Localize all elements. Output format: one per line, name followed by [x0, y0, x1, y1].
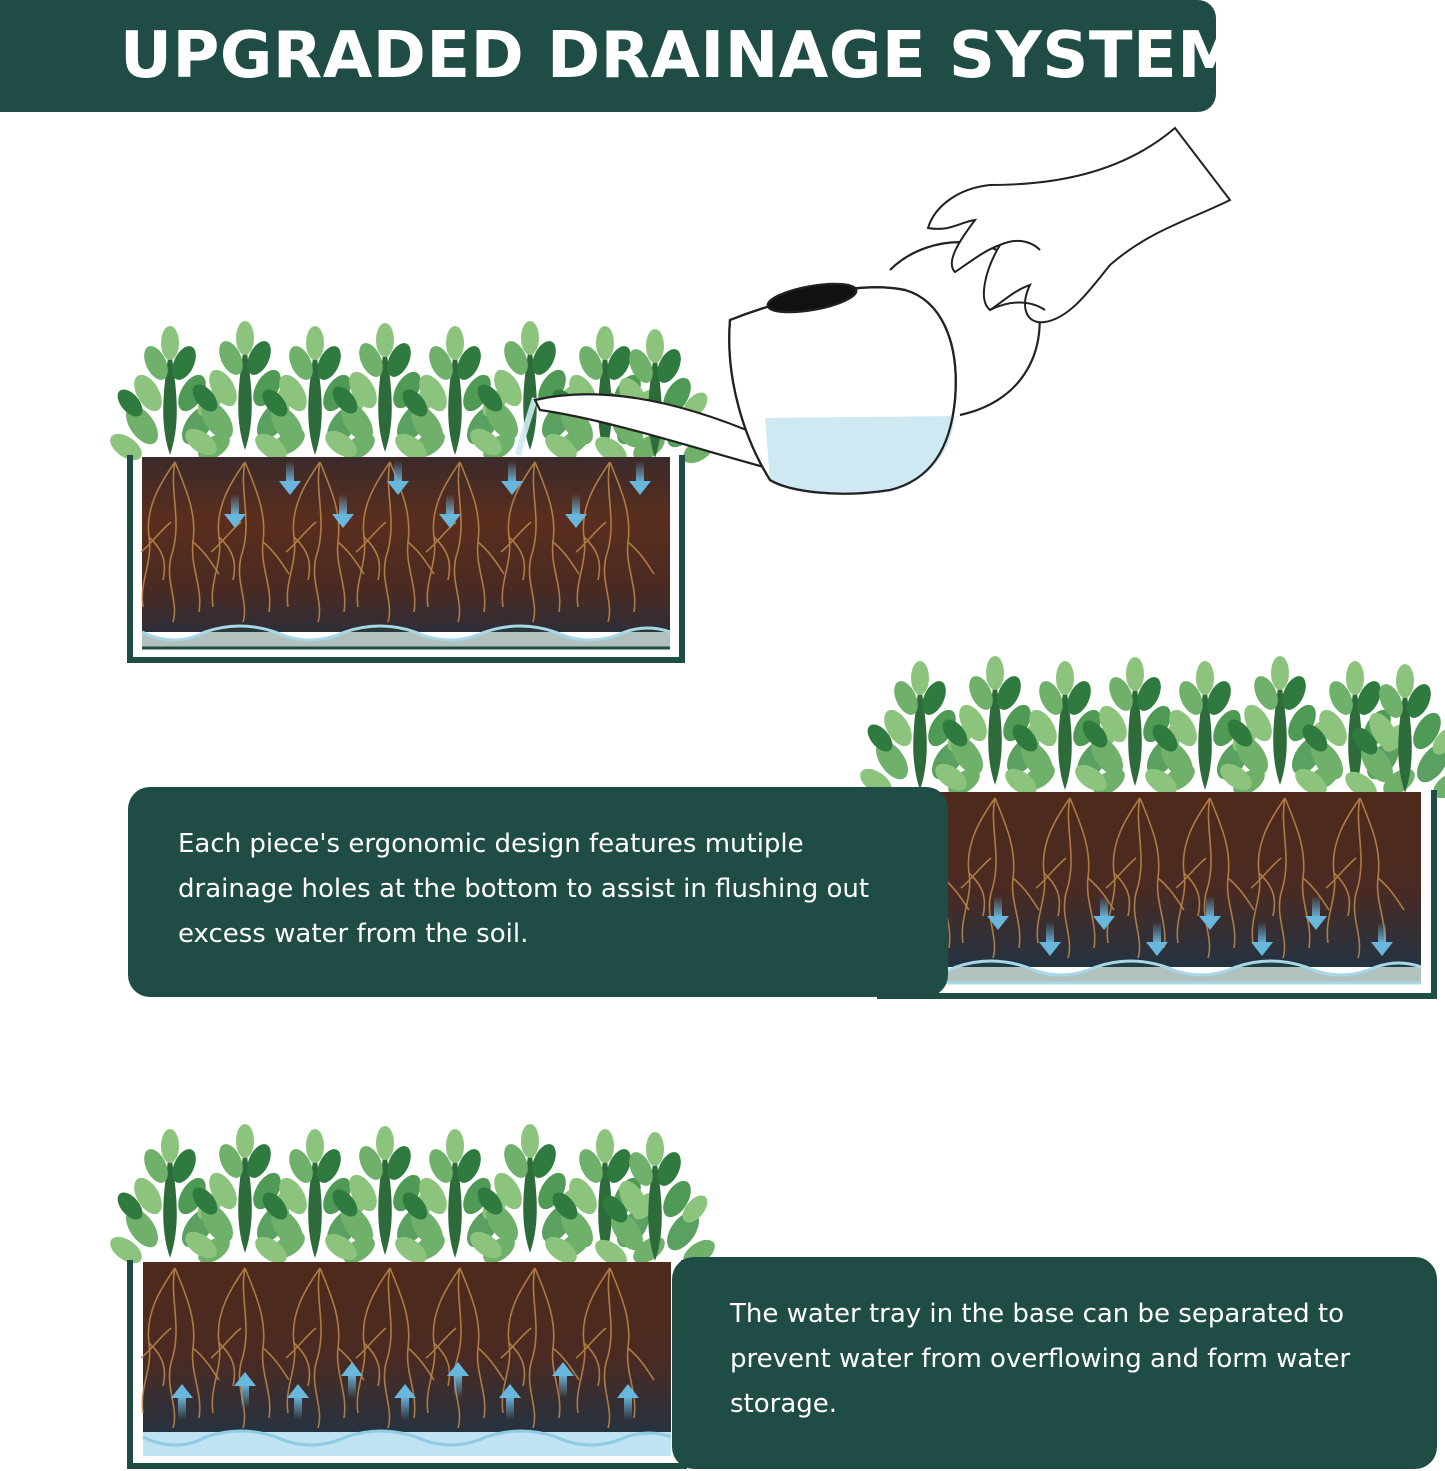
plant-icon: [105, 321, 720, 469]
planter-water-storage: [105, 1124, 720, 1469]
planter-watering: [105, 321, 720, 663]
water-stream: [515, 397, 538, 456]
title-banner: UPGRADED DRAINAGE SYSTEM: [0, 0, 1241, 112]
page-title: UPGRADED DRAINAGE SYSTEM: [120, 19, 1242, 93]
plant-icon: [105, 1124, 720, 1272]
planter-draining: [855, 656, 1445, 999]
info-card-drainage-holes: Each piece's ergonomic design features m…: [128, 787, 948, 997]
water-tray-description: The water tray in the base can be separa…: [730, 1299, 1351, 1419]
plant-icon: [855, 656, 1445, 804]
hand-icon: [926, 126, 1232, 324]
watering-can-icon: [533, 241, 1041, 495]
info-card-water-tray: The water tray in the base can be separa…: [672, 1257, 1437, 1469]
drainage-holes-description: Each piece's ergonomic design features m…: [178, 829, 870, 949]
